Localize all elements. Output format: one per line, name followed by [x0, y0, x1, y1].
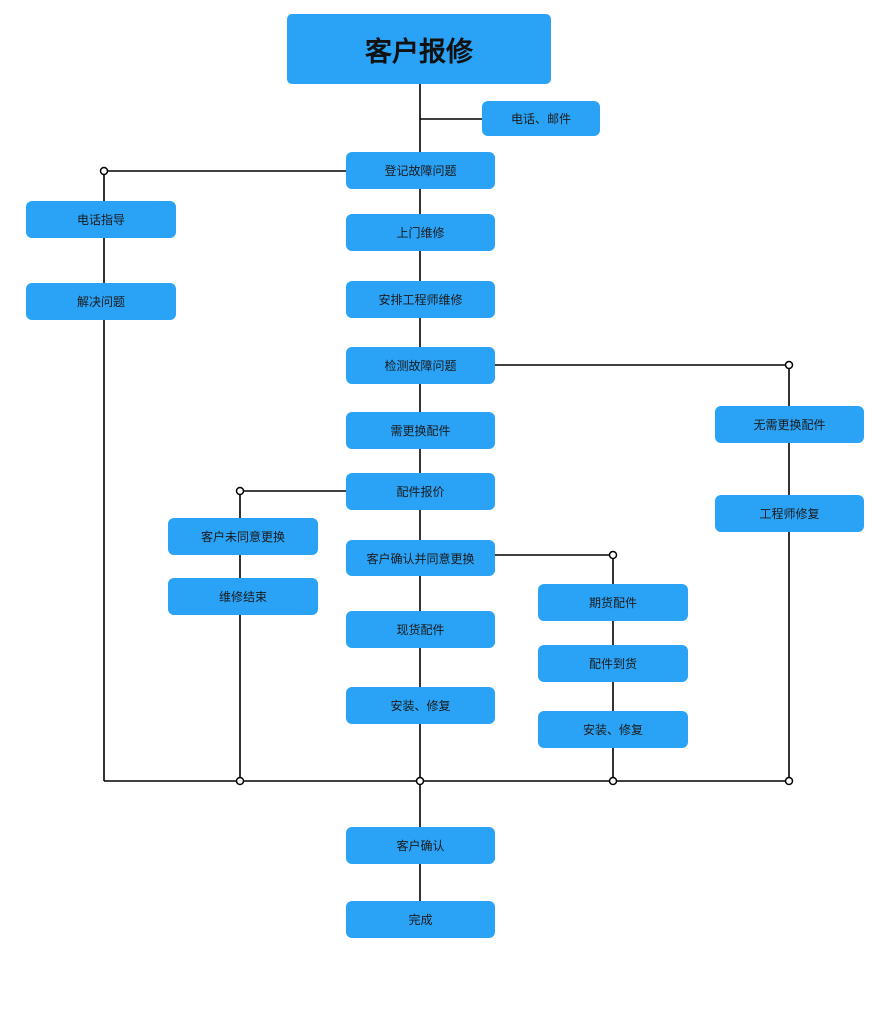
- node-phone-email: 电话、邮件: [482, 101, 600, 136]
- node-customer-confirm: 客户确认: [346, 827, 495, 864]
- node-no-parts-needed: 无需更换配件: [715, 406, 864, 443]
- node-assign-engineer: 安排工程师维修: [346, 281, 495, 318]
- node-detect-fault: 检测故障问题: [346, 347, 495, 384]
- node-customer-agree: 客户确认并同意更换: [346, 540, 495, 576]
- node-stock-parts: 现货配件: [346, 611, 495, 648]
- node-install-repair-futures: 安装、修复: [538, 711, 688, 748]
- node-repair-end: 维修结束: [168, 578, 318, 615]
- node-futures-parts: 期货配件: [538, 584, 688, 621]
- node-install-repair-stock: 安装、修复: [346, 687, 495, 724]
- node-parts-quote: 配件报价: [346, 473, 495, 510]
- node-customer-report: 客户报修: [287, 14, 551, 84]
- node-parts-needed: 需更换配件: [346, 412, 495, 449]
- node-solve-problem: 解决问题: [26, 283, 176, 320]
- node-complete: 完成: [346, 901, 495, 938]
- node-engineer-repair: 工程师修复: [715, 495, 864, 532]
- node-customer-disagree: 客户未同意更换: [168, 518, 318, 555]
- node-register-fault: 登记故障问题: [346, 152, 495, 189]
- node-phone-guidance: 电话指导: [26, 201, 176, 238]
- node-parts-arrived: 配件到货: [538, 645, 688, 682]
- node-onsite-repair: 上门维修: [346, 214, 495, 251]
